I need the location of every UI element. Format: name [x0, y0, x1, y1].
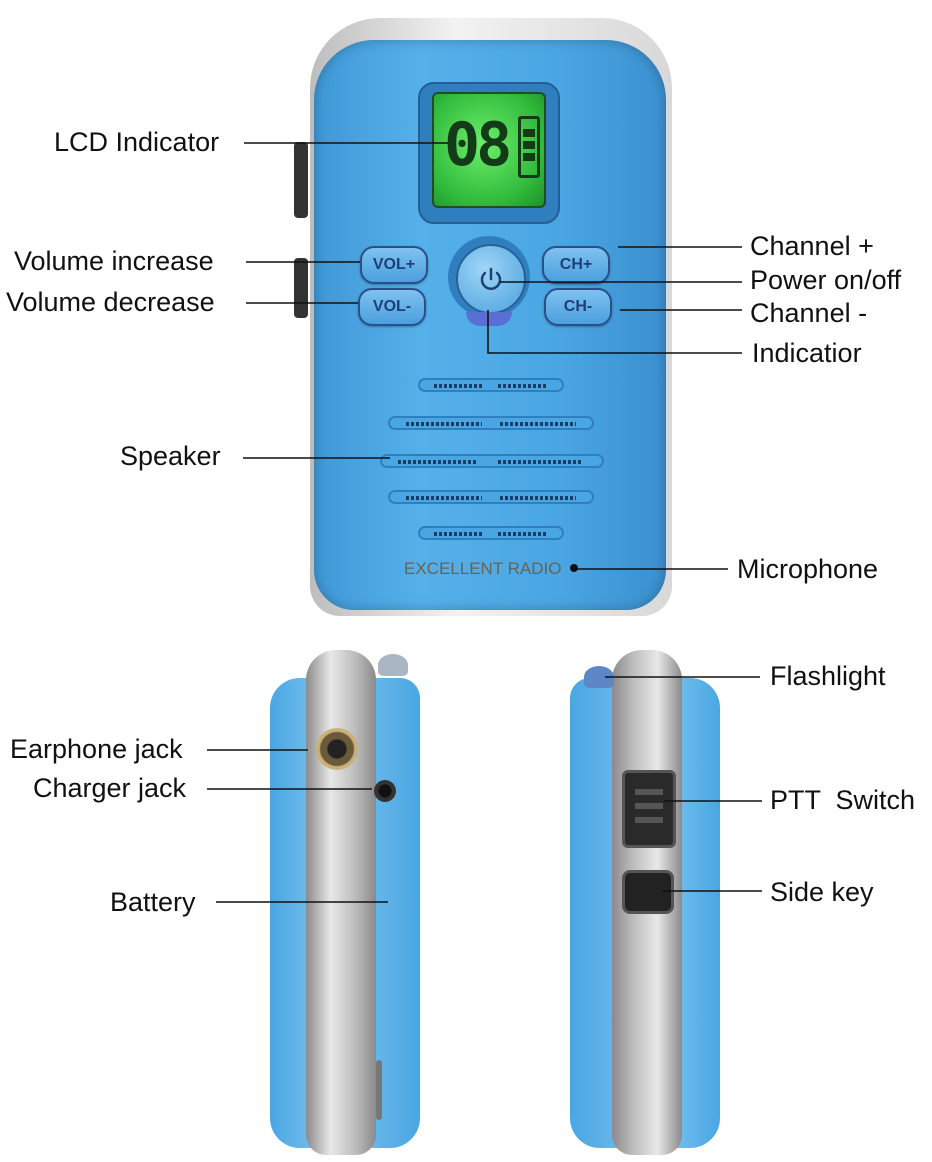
- flashlight-lens: [584, 666, 614, 688]
- label-power: Power on/off: [750, 265, 902, 295]
- vol-plus-button[interactable]: VOL+: [360, 246, 428, 284]
- label-charger-jack: Charger jack: [33, 773, 187, 803]
- lcd-screen: 08: [432, 92, 546, 208]
- label-side-key: Side key: [770, 877, 874, 907]
- label-ptt-switch: PTT Switch: [770, 785, 916, 815]
- speaker-slot: [388, 416, 594, 430]
- lcd-digits: 08: [444, 110, 512, 180]
- label-earphone-jack: Earphone jack: [10, 734, 183, 764]
- ch-plus-button[interactable]: CH+: [542, 246, 610, 284]
- vol-minus-button[interactable]: VOL-: [358, 288, 426, 326]
- label-battery: Battery: [110, 887, 196, 917]
- flashlight-nub: [378, 654, 408, 676]
- speaker-slot: [380, 454, 604, 468]
- label-microphone: Microphone: [737, 554, 879, 584]
- ptt-switch[interactable]: [622, 770, 676, 848]
- label-flashlight: Flashlight: [770, 661, 886, 691]
- label-volume-decrease: Volume decrease: [6, 287, 215, 317]
- indicator-light: [466, 312, 512, 326]
- speaker-slot: [418, 526, 564, 540]
- speaker-slot: [418, 378, 564, 392]
- side-key[interactable]: [622, 870, 674, 914]
- battery-icon: [518, 116, 540, 178]
- power-button[interactable]: [456, 244, 526, 314]
- front-view: 08 VOL+ VOL- CH+ CH- EXCELLENT RA: [294, 18, 680, 620]
- speaker-slot: [388, 490, 594, 504]
- label-indicator: Indicatior: [752, 338, 862, 368]
- charger-jack: [374, 780, 396, 802]
- side-button-top: [294, 142, 308, 218]
- power-icon: [480, 267, 502, 290]
- label-volume-increase: Volume increase: [14, 246, 214, 276]
- right-side-view: [560, 640, 730, 1160]
- earphone-jack: [316, 728, 358, 770]
- label-lcd-indicator: LCD Indicator: [54, 127, 220, 157]
- microphone-hole: [570, 564, 578, 572]
- ch-minus-button[interactable]: CH-: [544, 288, 612, 326]
- label-channel-minus: Channel -: [750, 298, 868, 328]
- battery-cover-edge: [376, 1060, 382, 1120]
- label-speaker: Speaker: [120, 441, 221, 471]
- label-channel-plus: Channel +: [750, 231, 874, 261]
- brand-text: EXCELLENT RADIO: [404, 559, 562, 578]
